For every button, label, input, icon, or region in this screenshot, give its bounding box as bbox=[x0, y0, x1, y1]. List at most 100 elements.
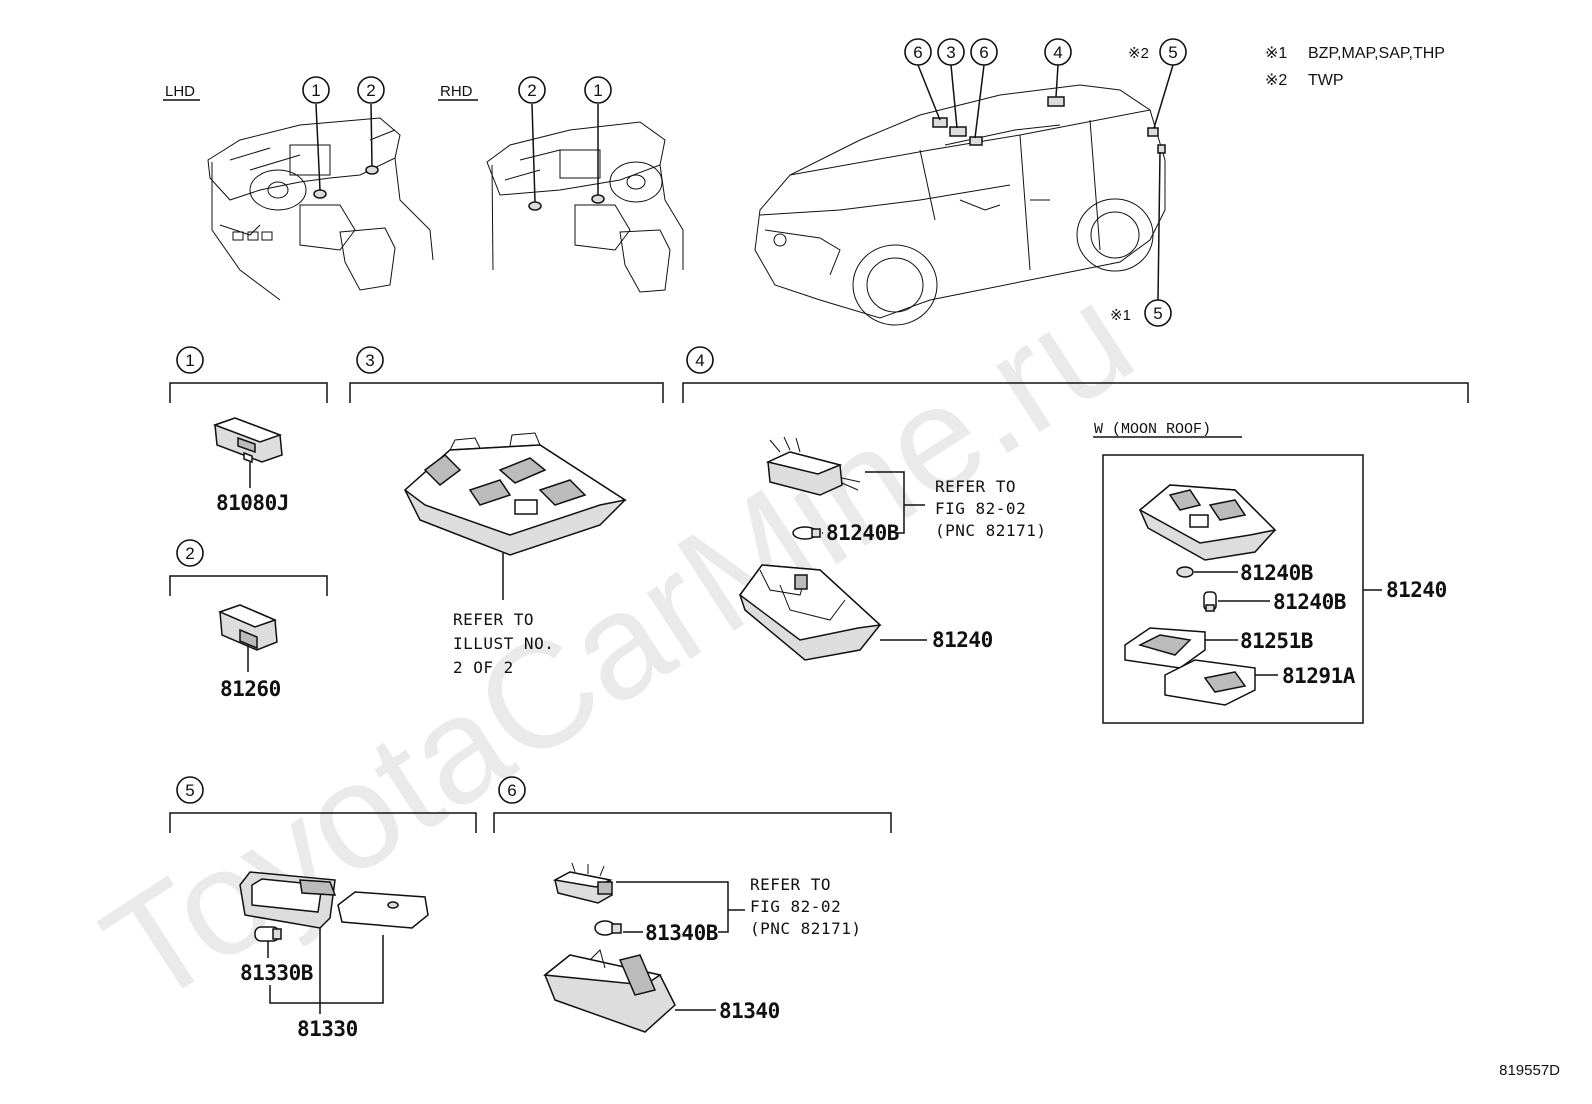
rhd-view: RHD 2 1 bbox=[438, 76, 684, 293]
note-1-text: BZP,MAP,SAP,THP bbox=[1308, 45, 1445, 62]
socket-drawing bbox=[765, 436, 861, 496]
part-number-81330B: 81330B bbox=[240, 961, 313, 985]
svg-text:2: 2 bbox=[366, 81, 375, 100]
refer-illust-line-2: ILLUST NO. bbox=[453, 634, 554, 653]
vehicle-note-mark-1: ※1 bbox=[1110, 307, 1131, 324]
section-5-callout: 5 bbox=[176, 776, 204, 804]
housing-81340-drawing bbox=[543, 949, 676, 1033]
svg-text:3: 3 bbox=[946, 43, 955, 62]
part-number-81240B-b: 81240B bbox=[1240, 561, 1313, 585]
vehicle-callout-4: 4 bbox=[1044, 38, 1072, 66]
figure-id: 819557D bbox=[1499, 1062, 1560, 1079]
section-4-bracket bbox=[682, 382, 1469, 403]
refer-fig-6-line-1: REFER TO bbox=[750, 875, 831, 894]
svg-text:2: 2 bbox=[527, 81, 536, 100]
section-4: 4 81240B REFER TO FIG 82-02 (PNC 82171) bbox=[682, 346, 1469, 724]
moon-roof-bulb-drawing bbox=[1203, 591, 1217, 612]
rhd-label: RHD bbox=[440, 83, 473, 100]
section-1: 1 81080J bbox=[169, 346, 328, 515]
vehicle-callout-6b: 6 bbox=[970, 38, 998, 66]
vehicle-callout-5a: 5 bbox=[1159, 38, 1187, 66]
moon-roof-box bbox=[1102, 454, 1364, 724]
part-number-81291A: 81291A bbox=[1282, 664, 1356, 688]
housing-81240-drawing bbox=[738, 564, 882, 661]
note-2-mark: ※2 bbox=[1265, 72, 1287, 89]
section-2: 2 81260 bbox=[169, 539, 328, 701]
lhd-label: LHD bbox=[165, 83, 195, 100]
section-2-callout: 2 bbox=[176, 539, 204, 567]
vehicle-callout-5b: 5 bbox=[1144, 299, 1172, 327]
part-81260-drawing bbox=[217, 604, 278, 651]
section-3-bracket bbox=[349, 382, 664, 403]
lhd-leader-2 bbox=[370, 103, 373, 167]
bulb-81240B-drawing bbox=[792, 526, 821, 540]
moon-roof-console-drawing bbox=[1138, 484, 1277, 561]
part-number-81240B-c: 81240B bbox=[1273, 590, 1346, 614]
socket-6-drawing bbox=[552, 862, 613, 904]
part-number-81240-a: 81240 bbox=[932, 628, 993, 652]
part-81080J-drawing bbox=[212, 417, 283, 464]
svg-text:3: 3 bbox=[365, 351, 374, 370]
lhd-callout-2: 2 bbox=[357, 76, 385, 104]
overhead-console-drawing bbox=[403, 432, 627, 556]
part-number-81340: 81340 bbox=[719, 999, 780, 1023]
svg-text:5: 5 bbox=[1153, 304, 1162, 323]
vehicle-leader-5b bbox=[1157, 151, 1161, 301]
vehicle-callout-6a: 6 bbox=[904, 38, 932, 66]
section-2-bracket bbox=[169, 575, 328, 596]
vehicle-leader-6a bbox=[917, 64, 941, 121]
note-2-text: TWP bbox=[1308, 72, 1344, 89]
vehicle-leader-6b bbox=[974, 64, 985, 139]
section-6-callout: 6 bbox=[498, 776, 526, 804]
refer-fig-bracket-6 bbox=[616, 881, 729, 933]
moon-roof-label: W (MOON ROOF) bbox=[1094, 421, 1211, 438]
refer-fig-6-line-3: (PNC 82171) bbox=[750, 919, 861, 938]
refer-fig-4-line-2: FIG 82-02 bbox=[935, 499, 1026, 518]
moon-roof-bulb-small-drawing bbox=[1176, 566, 1194, 578]
bulb-81330B-drawing bbox=[254, 926, 282, 942]
rhd-callout-1: 1 bbox=[584, 76, 612, 104]
lhd-view: LHD 1 2 bbox=[163, 76, 434, 301]
refer-fig-6-line-2: FIG 82-02 bbox=[750, 897, 841, 916]
refer-fig-bracket-4 bbox=[865, 471, 905, 534]
vehicle-note-mark-2: ※2 bbox=[1128, 45, 1149, 62]
lhd-leader-1 bbox=[315, 103, 321, 191]
vehicle-leader-4 bbox=[1055, 64, 1059, 98]
svg-text:1: 1 bbox=[185, 351, 194, 370]
bulb-81340B-drawing bbox=[594, 920, 622, 936]
svg-text:4: 4 bbox=[695, 351, 704, 370]
svg-text:6: 6 bbox=[913, 43, 922, 62]
refer-fig-4-line-3: (PNC 82171) bbox=[935, 521, 1046, 540]
svg-text:5: 5 bbox=[1168, 43, 1177, 62]
section-6-bracket bbox=[493, 812, 892, 833]
svg-text:4: 4 bbox=[1053, 43, 1062, 62]
part-number-81240-b: 81240 bbox=[1386, 578, 1447, 602]
section-5-bracket bbox=[169, 812, 477, 833]
svg-text:2: 2 bbox=[185, 544, 194, 563]
svg-text:5: 5 bbox=[185, 781, 194, 800]
section-6: 6 81340B REFER TO FIG 82-02 (PNC 82171) … bbox=[493, 776, 892, 1033]
vehicle-leader-5a bbox=[1153, 64, 1174, 129]
svg-text:6: 6 bbox=[507, 781, 516, 800]
lamp-frame-drawing bbox=[239, 871, 337, 929]
lhd-callout-1: 1 bbox=[302, 76, 330, 104]
lens-81251B-drawing bbox=[1124, 627, 1206, 669]
section-3-callout: 3 bbox=[356, 346, 384, 374]
rhd-leader-2 bbox=[531, 103, 536, 203]
vehicle-drawing bbox=[754, 84, 1166, 326]
part-number-81260: 81260 bbox=[220, 677, 281, 701]
svg-text:1: 1 bbox=[593, 81, 602, 100]
vehicle-leader-3 bbox=[950, 64, 958, 129]
section-5: 5 81330B 81330 bbox=[169, 776, 477, 1041]
lamp-lens-drawing bbox=[337, 891, 429, 929]
refer-fig-4-line-1: REFER TO bbox=[935, 477, 1016, 496]
part-number-81330: 81330 bbox=[297, 1017, 358, 1041]
section-1-bracket bbox=[169, 382, 328, 403]
part-number-81251B: 81251B bbox=[1240, 629, 1313, 653]
vehicle-callout-3: 3 bbox=[937, 38, 965, 66]
refer-illust-line-3: 2 OF 2 bbox=[453, 658, 514, 677]
section-3: 3 REFER TO ILLUST NO. 2 OF 2 bbox=[349, 346, 664, 677]
part-number-81080J: 81080J bbox=[216, 491, 289, 515]
vehicle-view: 6 3 6 4 ※2 5 ※1 5 bbox=[754, 38, 1187, 327]
